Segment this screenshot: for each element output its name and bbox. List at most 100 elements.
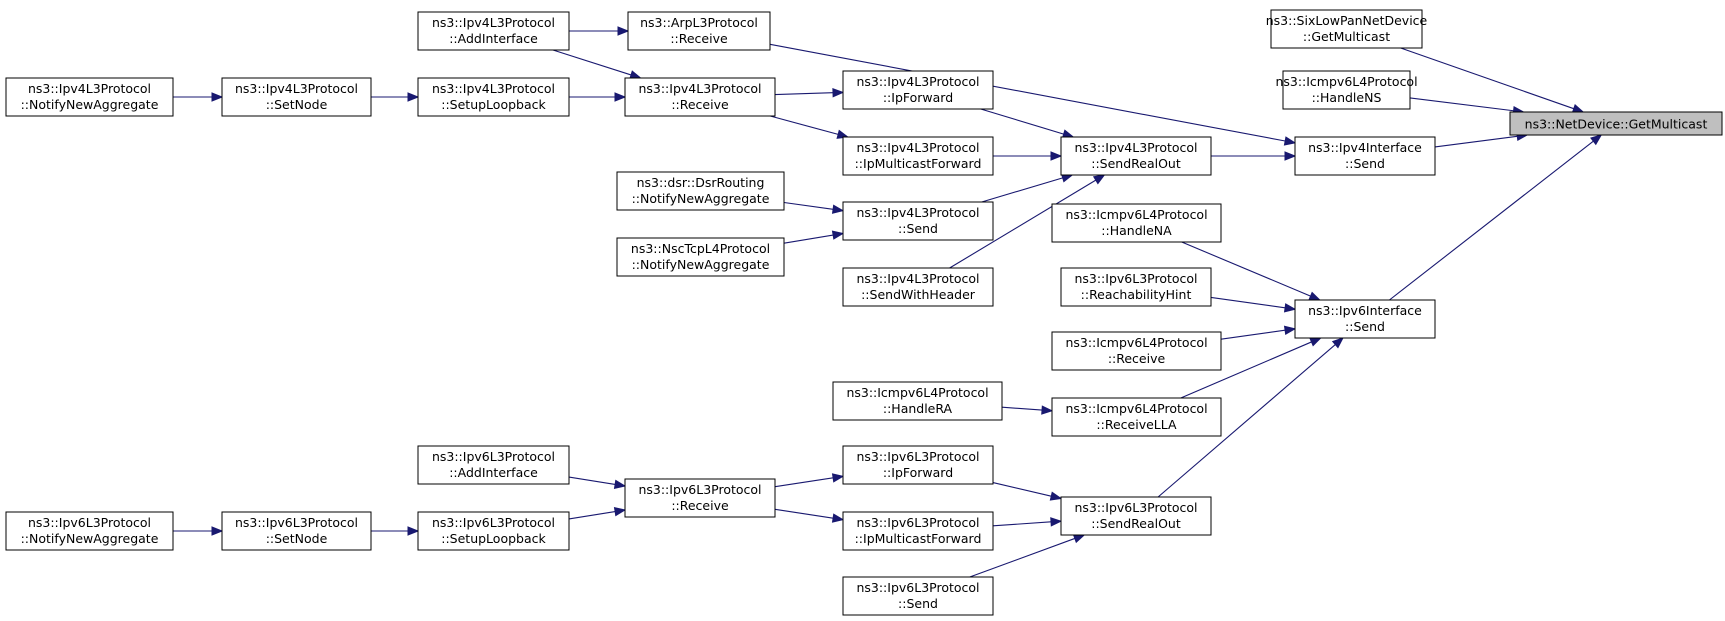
arrowhead-icon xyxy=(1283,136,1297,146)
edge-line xyxy=(969,537,1076,578)
node-label-line1: ns3::Ipv4Interface xyxy=(1308,140,1422,155)
node-box xyxy=(1294,136,1436,176)
node-label-line1: ns3::Ipv6L3Protocol xyxy=(856,449,979,464)
node-label-line1: ns3::SixLowPanNetDevice xyxy=(1266,13,1428,28)
node-label-line1: ns3::Ipv6Interface xyxy=(1308,303,1422,318)
function-node[interactable]: ns3::Ipv4Interface::Send xyxy=(1294,136,1436,176)
node-box xyxy=(5,77,174,117)
function-node[interactable]: ns3::Ipv6L3Protocol::ReachabilityHint xyxy=(1060,267,1212,307)
node-label-line1: ns3::Ipv4L3Protocol xyxy=(235,81,358,96)
arrowhead-icon xyxy=(407,526,420,536)
call-edge xyxy=(1220,325,1297,340)
edge-line xyxy=(992,521,1052,527)
call-edge xyxy=(568,506,627,520)
arrowhead-icon xyxy=(832,88,845,98)
node-label-line2: ::HandleNA xyxy=(1101,223,1172,238)
node-label-line2: ::Send xyxy=(898,596,938,611)
call-edge xyxy=(569,92,627,102)
call-edge xyxy=(173,526,224,536)
edge-line xyxy=(783,201,834,210)
function-node[interactable]: ns3::Icmpv6L4Protocol::HandleNS xyxy=(1275,70,1418,110)
function-node[interactable]: ns3::Ipv4L3Protocol::SendRealOut xyxy=(1060,136,1212,176)
function-node[interactable]: ns3::Ipv6L3Protocol::NotifyNewAggregate xyxy=(5,511,174,551)
node-label-line1: ns3::Ipv4L3Protocol xyxy=(1074,140,1197,155)
node-label-line2: ::ReachabilityHint xyxy=(1081,287,1192,302)
node-label-line2: ::Receive xyxy=(671,498,729,513)
function-node[interactable]: ns3::Ipv6Interface::Send xyxy=(1294,299,1436,339)
edge-line xyxy=(992,482,1052,497)
function-node[interactable]: ns3::Ipv6L3Protocol::SendRealOut xyxy=(1060,496,1212,536)
call-edge xyxy=(371,526,420,536)
function-node[interactable]: ns3::Ipv4L3Protocol::AddInterface xyxy=(417,11,570,51)
function-node[interactable]: ns3::Icmpv6L4Protocol::HandleNA xyxy=(1051,203,1222,243)
node-label-line2: ::Send xyxy=(898,221,938,236)
node-label-line2: ::IpForward xyxy=(883,90,953,105)
node-label-line1: ns3::Icmpv6L4Protocol xyxy=(1065,207,1207,222)
edge-line xyxy=(981,177,1063,203)
arrowhead-icon xyxy=(211,92,224,102)
function-node[interactable]: ns3::ArpL3Protocol::Receive xyxy=(627,11,771,51)
node-label-line2: ::GetMulticast xyxy=(1303,29,1390,44)
call-edge xyxy=(568,476,627,490)
node-box xyxy=(417,11,570,51)
node-label-line2: ::NotifyNewAggregate xyxy=(21,97,159,112)
edge-line xyxy=(783,234,834,244)
edge-line xyxy=(769,43,1286,142)
arrowhead-icon xyxy=(1283,303,1297,313)
function-node[interactable]: ns3::Ipv4L3Protocol::Send xyxy=(842,201,994,241)
node-box xyxy=(417,445,570,485)
node-label-line1: ns3::Ipv6L3Protocol xyxy=(638,482,761,497)
node-box xyxy=(627,11,771,51)
edge-line xyxy=(1220,329,1286,340)
node-box xyxy=(616,237,785,277)
function-node[interactable]: ns3::Ipv4L3Protocol::SetupLoopback xyxy=(417,77,570,117)
function-node[interactable]: ns3::Ipv4L3Protocol::IpMulticastForward xyxy=(842,136,994,176)
function-node[interactable]: ns3::Ipv6L3Protocol::AddInterface xyxy=(417,445,570,485)
function-node[interactable]: ns3::Ipv4L3Protocol::SetNode xyxy=(221,77,372,117)
function-node[interactable]: ns3::Ipv6L3Protocol::SetupLoopback xyxy=(417,511,570,551)
function-node[interactable]: ns3::Ipv6L3Protocol::SetNode xyxy=(221,511,372,551)
node-label-line2: ::AddInterface xyxy=(449,31,538,46)
root-function-node[interactable]: ns3::NetDevice::GetMulticast xyxy=(1509,111,1723,136)
function-node[interactable]: ns3::SixLowPanNetDevice::GetMulticast xyxy=(1266,9,1428,49)
function-node[interactable]: ns3::Ipv4L3Protocol::IpForward xyxy=(842,70,994,110)
call-edge xyxy=(1180,337,1322,399)
function-node[interactable]: ns3::Ipv6L3Protocol::Send xyxy=(842,576,994,616)
node-box xyxy=(1282,70,1411,110)
node-label-line1: ns3::Icmpv6L4Protocol xyxy=(1275,74,1417,89)
edge-line xyxy=(568,476,616,485)
call-edge xyxy=(774,88,845,98)
arrowhead-icon xyxy=(1331,337,1344,349)
function-node[interactable]: ns3::dsr::DsrRouting::NotifyNewAggregate xyxy=(616,171,785,211)
function-node[interactable]: ns3::Icmpv6L4Protocol::HandleRA xyxy=(832,381,1003,421)
node-box xyxy=(1051,331,1222,371)
node-box xyxy=(624,478,776,518)
function-node[interactable]: ns3::Ipv6L3Protocol::Receive xyxy=(624,478,776,518)
function-node[interactable]: ns3::Ipv4L3Protocol::SendWithHeader xyxy=(842,267,994,307)
edge-line xyxy=(1434,135,1518,148)
call-edge xyxy=(774,508,845,523)
edge-line xyxy=(774,92,834,96)
node-label-line1: ns3::dsr::DsrRouting xyxy=(637,175,765,190)
call-edge xyxy=(552,49,642,80)
function-node[interactable]: ns3::NscTcpL4Protocol::NotifyNewAggregat… xyxy=(616,237,785,277)
node-box xyxy=(1051,397,1222,437)
function-node[interactable]: ns3::Ipv6L3Protocol::IpForward xyxy=(842,445,994,485)
function-node[interactable]: ns3::Ipv6L3Protocol::IpMulticastForward xyxy=(842,511,994,551)
node-box xyxy=(842,267,994,307)
edge-line xyxy=(1400,47,1574,110)
node-box xyxy=(5,511,174,551)
function-node[interactable]: ns3::Ipv4L3Protocol::Receive xyxy=(624,77,776,117)
edge-line xyxy=(568,511,616,520)
call-edge xyxy=(173,92,224,102)
arrowhead-icon xyxy=(407,92,420,102)
function-node[interactable]: ns3::Icmpv6L4Protocol::ReceiveLLA xyxy=(1051,397,1222,437)
node-label-line2: ::SetupLoopback xyxy=(441,531,546,546)
node-label-line2: ::IpMulticastForward xyxy=(855,531,982,546)
arrowhead-icon xyxy=(1309,337,1322,347)
edge-line xyxy=(774,508,834,519)
edge-line xyxy=(1409,97,1514,112)
node-label-line1: ns3::Ipv4L3Protocol xyxy=(856,140,979,155)
function-node[interactable]: ns3::Icmpv6L4Protocol::Receive xyxy=(1051,331,1222,371)
function-node[interactable]: ns3::Ipv4L3Protocol::NotifyNewAggregate xyxy=(5,77,174,117)
